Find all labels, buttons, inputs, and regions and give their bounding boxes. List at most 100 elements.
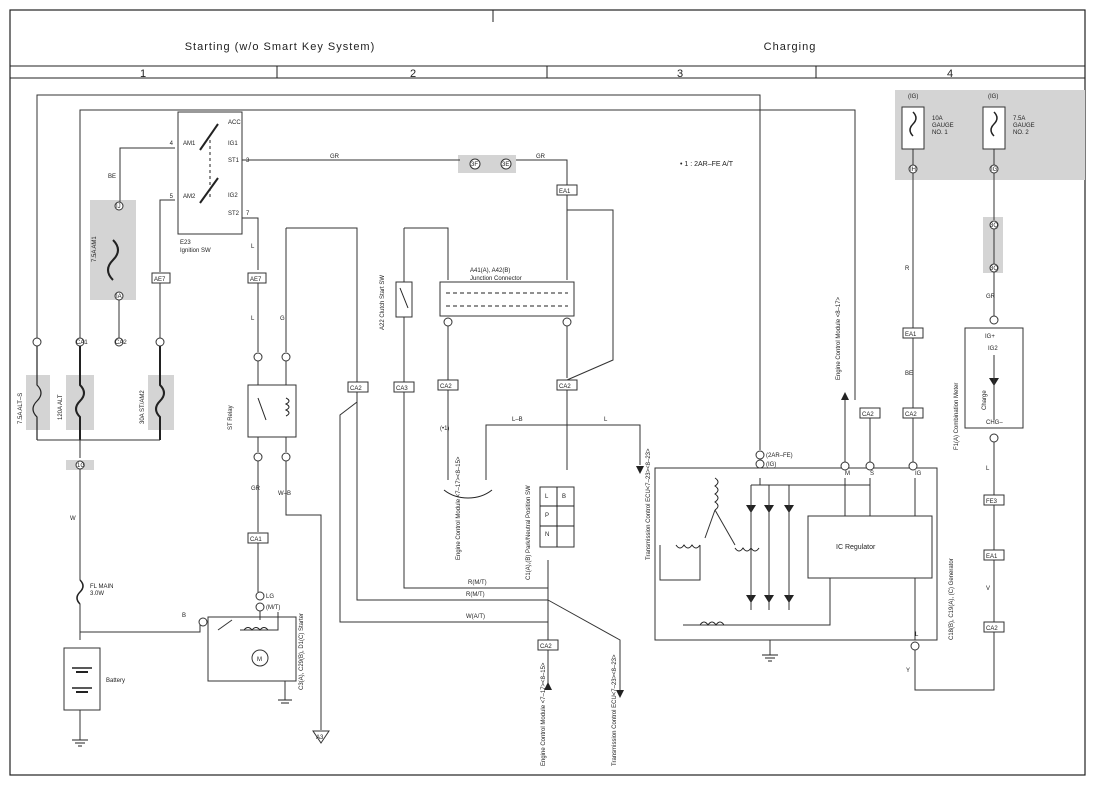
connector-ae7-b	[247, 272, 267, 284]
ecm-label-3: Engine Control Module <7–17><8–15>	[541, 662, 547, 766]
ignition-pin-3: 3	[246, 158, 250, 164]
svg-text:CA2: CA2	[350, 386, 362, 392]
svg-text:IH: IH	[910, 167, 916, 173]
svg-text:IJ: IJ	[116, 204, 121, 210]
svg-text:BE: BE	[905, 371, 913, 377]
fl-main-fuse	[76, 579, 84, 605]
wire-label-be: BE	[108, 174, 116, 180]
combination-meter-label: F1(A) Combination Meter	[954, 383, 960, 450]
fuse-alts-label: 7.5A ALT–S	[18, 393, 24, 424]
wire-y-l	[914, 632, 995, 691]
note-text: • 1 : 2AR–FE A/T	[680, 161, 734, 168]
ic-regulator-label: IC Regulator	[836, 544, 876, 551]
wire-b-battery	[79, 622, 201, 640]
clutch-switch-box	[395, 281, 413, 318]
wire-label-w: W	[70, 516, 76, 522]
svg-text:A3: A3	[316, 735, 324, 741]
svg-text:CA2: CA2	[540, 644, 552, 650]
connector-ca2-e	[859, 407, 881, 419]
wire-g-relay	[286, 227, 358, 382]
ignition-term-st2: ST2	[228, 211, 240, 217]
svg-text:W–B: W–B	[278, 491, 291, 497]
svg-text:CA2: CA2	[115, 340, 127, 346]
connector-1-w	[32, 337, 42, 347]
wire-w-b	[285, 461, 322, 730]
ignition-switch-box	[177, 111, 243, 235]
svg-text:L: L	[915, 632, 919, 638]
fuse-30-symbol	[155, 346, 165, 440]
fuse-am1-label: 7.5A AM1	[92, 236, 98, 262]
svg-text:L: L	[545, 494, 549, 500]
wire-r-mt	[356, 402, 548, 601]
svg-text:R: R	[905, 266, 910, 272]
svg-text:L: L	[251, 316, 255, 322]
tcm-label-1: Transmission Control ECU<7–23><8–23>	[646, 448, 652, 560]
generator-label: C18(B), C19(A), (C) Generator	[949, 558, 955, 640]
svg-text:3E: 3E	[502, 162, 509, 168]
ignition-term-ig2: IG2	[228, 193, 238, 199]
fuse-alts-symbol	[32, 346, 42, 440]
rotor-coil	[699, 621, 725, 626]
svg-text:CA2: CA2	[440, 384, 452, 390]
svg-text:R(M/T): R(M/T)	[466, 592, 485, 598]
svg-text:P: P	[545, 513, 549, 519]
fuse-120-label: 120A ALT	[58, 394, 64, 420]
battery-box	[63, 647, 101, 711]
starter-motor	[251, 649, 269, 667]
svg-text:L: L	[986, 466, 990, 472]
fuse-gauge2-box	[982, 106, 1006, 150]
svg-text:IG2: IG2	[988, 346, 998, 352]
svg-text:G: G	[280, 316, 285, 322]
starter-box	[207, 616, 297, 682]
wire-l-b	[485, 424, 567, 480]
svg-text:EA1: EA1	[559, 189, 571, 195]
svg-text:IG+: IG+	[985, 334, 995, 340]
wire-gr-3e	[516, 159, 568, 185]
svg-text:L: L	[604, 417, 608, 423]
stator-coil-3	[734, 547, 760, 552]
fuse-am1-shade	[90, 200, 136, 300]
svg-text:CA1: CA1	[250, 537, 262, 543]
svg-text:(M/T): (M/T)	[266, 605, 280, 611]
svg-text:IG: IG	[991, 167, 998, 173]
ignition-pin-4: 4	[170, 141, 174, 147]
svg-text:R(M/T): R(M/T)	[468, 580, 487, 586]
ignition-term-st1: ST1	[228, 158, 240, 164]
svg-text:CA1: CA1	[76, 340, 88, 346]
connector-3e	[500, 158, 512, 170]
svg-text:CA2: CA2	[905, 412, 917, 418]
connector-ca2-a	[347, 381, 369, 393]
svg-text:3F: 3F	[471, 162, 478, 168]
ignition-pin-7: 7	[246, 211, 250, 217]
ignition-contact-2	[199, 177, 219, 204]
svg-text:CA2: CA2	[986, 626, 998, 632]
svg-text:V: V	[986, 586, 990, 592]
connector-3q-shade	[983, 217, 1003, 273]
svg-text:IG: IG	[915, 471, 922, 477]
svg-text:1G: 1G	[77, 463, 85, 469]
connector-c-starter	[198, 617, 208, 627]
svg-text:AE7: AE7	[250, 277, 262, 283]
diagram-frame	[9, 9, 1086, 776]
svg-text:Charge: Charge	[982, 390, 988, 410]
column-number-3: 3	[677, 68, 683, 80]
column-number-2: 2	[410, 68, 416, 80]
svg-text:N: N	[545, 532, 549, 538]
fuse-am1-symbol	[107, 239, 119, 281]
svg-text:W(A/T): W(A/T)	[466, 614, 485, 620]
starter-label: C3(A), C29(B), D1(C) Starter	[299, 613, 305, 690]
column-number-4: 4	[947, 68, 953, 80]
svg-text:(•1): (•1)	[440, 426, 449, 432]
st-relay-label: ST Relay	[228, 405, 234, 430]
ecm-label-1: Engine Control Module <7–17><8–15>	[456, 456, 462, 560]
svg-text:S: S	[870, 471, 874, 477]
wire-label-gr-2: GR	[536, 154, 546, 160]
svg-text:CHG–: CHG–	[986, 420, 1003, 426]
tcm-label-2: Transmission Control ECU<7–23><8–23>	[612, 654, 618, 766]
wire-w-top	[36, 94, 761, 450]
